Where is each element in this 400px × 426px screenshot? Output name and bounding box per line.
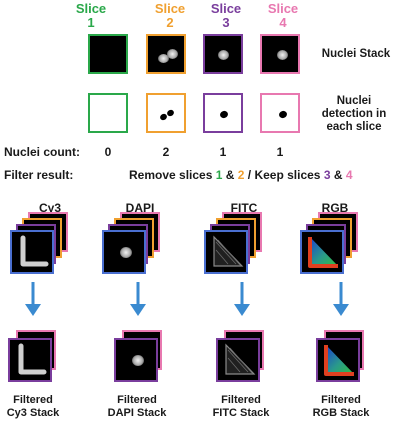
caption-line: DAPI Stack (107, 407, 167, 419)
stack-slice-front (300, 230, 344, 274)
dapi-nucleus-glow (120, 247, 132, 258)
nuclei-count-2: 2 (162, 145, 170, 159)
filter-slice-num-4: 4 (345, 168, 353, 182)
rgb-triangle-shape (308, 237, 338, 268)
rgb-triangle-shape (324, 345, 354, 376)
dapi-nucleus-glow (132, 355, 144, 366)
nuclei-count-3: 1 (219, 145, 227, 159)
caption-line: RGB Stack (312, 407, 370, 419)
cy3-l-shape (18, 343, 47, 375)
caption-dapi: Filtered DAPI Stack (92, 394, 182, 420)
nucleus-glow (218, 50, 229, 60)
nucleus-glow (158, 54, 169, 63)
detection-slice-3 (203, 93, 243, 133)
stack-slice-front (10, 230, 54, 274)
filter-slice-num-1: 1 (215, 168, 223, 182)
filter-slice-num-3: 3 (323, 168, 331, 182)
down-arrow-icon (25, 282, 41, 316)
nuclei-stack-slice-3 (203, 34, 243, 74)
filter-text-part: Remove slices (129, 168, 216, 182)
nuclei-stack-slice-4 (260, 34, 300, 74)
cy3-l-shape (20, 235, 49, 267)
channel-title-rgb: RGB (321, 201, 349, 215)
caption-line: Filtered (13, 394, 53, 406)
filter-result-label: Filter result: (4, 168, 74, 182)
stack-slice-front (102, 230, 146, 274)
nucleus-glow (167, 49, 178, 59)
slice-header-3: Slice 3 (196, 2, 256, 30)
caption-cy3: Filtered Cy3 Stack (0, 394, 78, 420)
stack-slice-front (204, 230, 248, 274)
slice-header-label: Slice (267, 1, 299, 16)
slice-header-number: 1 (87, 15, 95, 30)
filter-slice-num-2: 2 (237, 168, 245, 182)
detection-label-line: detection in (321, 108, 387, 120)
slice-header-number: 3 (222, 15, 230, 30)
filter-result-text: Remove slices 1 & 2 / Keep slices 3 & 4 (129, 168, 353, 182)
stack-slice-front (8, 338, 52, 382)
stack-slice-front (114, 338, 158, 382)
filter-text-part: / Keep slices (244, 168, 324, 182)
channel-title-dapi: DAPI (125, 201, 155, 215)
nuclei-count-label: Nuclei count: (4, 145, 81, 159)
channel-title-fitc: FITC (230, 201, 258, 215)
caption-line: Filtered (321, 394, 361, 406)
slice-header-number: 2 (166, 15, 174, 30)
fitc-triangle-shape (225, 343, 256, 375)
channel-title-cy3: Cy3 (38, 201, 61, 215)
slice-header-label: Slice (154, 1, 186, 16)
down-arrow-icon (333, 282, 349, 316)
slice-header-1: Slice 1 (61, 2, 121, 30)
detected-nucleus (278, 109, 288, 120)
stack-slice-front (316, 338, 360, 382)
detection-slice-2 (146, 93, 186, 133)
slice-header-label: Slice (210, 1, 242, 16)
nuclei-count-4: 1 (276, 145, 284, 159)
caption-rgb: Filtered RGB Stack (296, 394, 386, 420)
detection-slice-1 (88, 93, 128, 133)
slice-header-4: Slice 4 (253, 2, 313, 30)
nucleus-glow (277, 50, 288, 60)
detection-label-line: each slice (326, 121, 382, 133)
caption-line: Filtered (221, 394, 261, 406)
detected-nucleus (165, 108, 176, 118)
caption-line: Filtered (117, 394, 157, 406)
detected-nucleus (219, 109, 229, 120)
nuclei-stack-slice-2 (146, 34, 186, 74)
down-arrow-icon (234, 282, 250, 316)
detection-slice-4 (260, 93, 300, 133)
nuclei-stack-slice-1 (88, 34, 128, 74)
fitc-triangle-shape (213, 235, 244, 267)
slice-header-2: Slice 2 (140, 2, 200, 30)
filter-text-part: & (222, 168, 238, 182)
stack-slice-front (216, 338, 260, 382)
caption-fitc: Filtered FITC Stack (196, 394, 286, 420)
caption-line: Cy3 Stack (6, 407, 60, 419)
slice-header-number: 4 (279, 15, 287, 30)
nuclei-stack-label: Nuclei Stack (321, 48, 391, 60)
nuclei-detection-label: Nuclei detection in each slice (308, 95, 400, 134)
detection-label-line: Nuclei (336, 95, 372, 107)
slice-header-label: Slice (75, 1, 107, 16)
nuclei-count-1: 0 (104, 145, 112, 159)
filter-text-part: & (330, 168, 346, 182)
down-arrow-icon (130, 282, 146, 316)
caption-line: FITC Stack (212, 407, 270, 419)
